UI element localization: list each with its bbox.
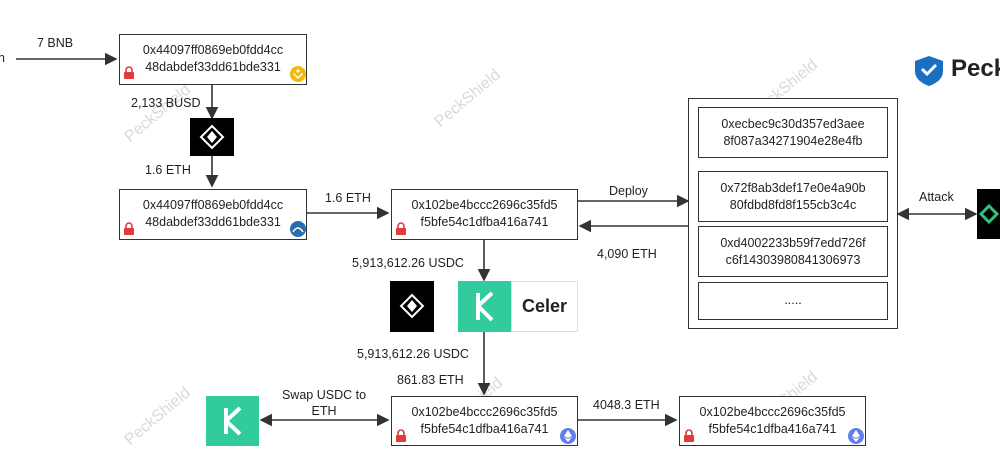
address-line1: 0xd4002233b59f7edd726f [720, 236, 866, 250]
edge-label-eth-transfer: 1.6 ETH [325, 191, 371, 205]
brand-name: Peck [951, 55, 1000, 82]
address-line2: 80fdbd8fd8f155cb3c4c [729, 198, 857, 212]
peckshield-shield-icon [915, 56, 943, 86]
eth-icon [848, 428, 864, 444]
lock-icon [396, 429, 406, 442]
bridge-icon [199, 124, 225, 150]
edge-label-swap: Swap USDC to ETH [281, 388, 367, 418]
address-line2: 48dabdef33dd61bde331 [145, 60, 281, 74]
lock-icon [124, 222, 134, 235]
address-line1: 0x102be4bccc2696c35fd5 [411, 198, 558, 212]
target-protocol-logo [977, 189, 1000, 239]
address-line1: 0x44097ff0869eb0fdd4cc [142, 43, 284, 57]
inflow-source-text: n [0, 51, 5, 65]
lock-icon [684, 429, 694, 442]
lock-icon [396, 222, 406, 235]
edge-label-busd: 2,133 BUSD [131, 96, 201, 110]
edge-label-eth-swap: 861.83 ETH [397, 373, 464, 387]
bridge-logo-black [190, 118, 234, 156]
edge-label-deploy: Deploy [609, 184, 648, 198]
edge-label-bnb: 7 BNB [37, 36, 74, 50]
edge-label-usdc-in: 5,913,612.26 USDC [352, 256, 464, 270]
bridge-icon [399, 293, 425, 319]
edge-label-eth-bridge: 1.6 ETH [145, 163, 191, 177]
contract-address[interactable] [698, 226, 888, 277]
attacker-address-swap[interactable] [391, 396, 578, 446]
celer-label: Celer [521, 296, 568, 316]
edge-label-usdc-out: 5,913,612.26 USDC [357, 347, 469, 361]
attacker-address-final[interactable] [679, 396, 866, 446]
edge-label-eth-return: 4,090 ETH [597, 247, 657, 261]
exploiter-address-bsc[interactable] [119, 34, 307, 85]
kyber-icon [224, 406, 242, 436]
protocol-icon [978, 203, 1000, 225]
exploiter-address-eth[interactable] [119, 189, 307, 240]
celer-logo: Celer [511, 281, 578, 332]
bnb-icon [290, 66, 306, 82]
address-line2: f5bfe54c1dfba416a741 [708, 422, 837, 436]
address-line1: 0xecbec9c30d357ed3aee [721, 117, 865, 131]
kyberswap-logo [458, 281, 511, 332]
address-line1: 0x72f8ab3def17e0e4a90b [720, 181, 866, 195]
address-line1: 0x102be4bccc2696c35fd5 [699, 405, 846, 419]
contract-address-more[interactable] [698, 282, 888, 320]
contract-address[interactable] [698, 107, 888, 158]
address-line2: 8f087a34271904e28e4fb [723, 134, 863, 148]
attacker-address-main[interactable] [391, 189, 578, 240]
contract-address[interactable] [698, 171, 888, 222]
address-line2: 48dabdef33dd61bde331 [145, 215, 281, 229]
ellipsis-text: ..... [784, 293, 802, 307]
bridge-logo-black [390, 281, 434, 332]
kyberswap-logo [206, 396, 259, 446]
kyber-icon [476, 291, 494, 322]
address-line2: f5bfe54c1dfba416a741 [420, 422, 549, 436]
address-line1: 0x44097ff0869eb0fdd4cc [142, 198, 284, 212]
eth-icon [560, 428, 576, 444]
address-line1: 0x102be4bccc2696c35fd5 [411, 405, 558, 419]
address-line2: f5bfe54c1dfba416a741 [420, 215, 549, 229]
lock-icon [124, 66, 134, 79]
bridge-chain-icon [290, 221, 306, 237]
edge-label-eth-final: 4048.3 ETH [593, 398, 660, 412]
edge-label-attack: Attack [919, 190, 954, 204]
address-line2: c6f14303980841306973 [725, 253, 861, 267]
